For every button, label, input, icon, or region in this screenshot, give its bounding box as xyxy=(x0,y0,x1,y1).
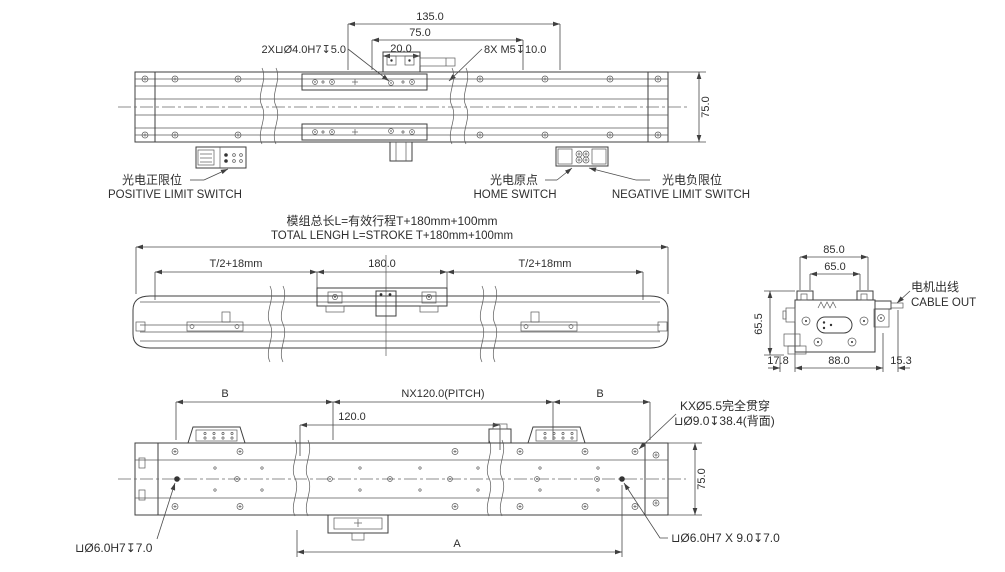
break-line xyxy=(259,67,265,145)
dim-a: A xyxy=(296,485,623,557)
dim-88-label: 88.0 xyxy=(828,355,849,367)
dowel-hole-right xyxy=(619,476,625,482)
callout-tap: 8X M5↧10.0 xyxy=(448,44,546,82)
dim-t2-left: T/2+18mm xyxy=(154,258,317,300)
end-view-body xyxy=(782,290,904,355)
front-view-body xyxy=(132,255,669,363)
counterbore-callout-label: 2X⊔Ø4.0H7↧5.0 xyxy=(262,44,346,56)
dim-height-label: 75.0 xyxy=(700,96,712,117)
motor-tab-bottom xyxy=(327,514,389,541)
negative-limit-en: NEGATIVE LIMIT SWITCH xyxy=(612,189,750,201)
positive-limit-switch xyxy=(195,146,247,169)
negative-limit-label: 光电负限位 NEGATIVE LIMIT SWITCH xyxy=(588,167,750,201)
cable-rod xyxy=(419,57,456,67)
dim-b-left-label: B xyxy=(221,388,228,400)
dim-180: 180.0 xyxy=(316,258,448,290)
tap-callout-label: 8X M5↧10.0 xyxy=(484,44,546,56)
dim-17-8-label: 17.8 xyxy=(767,355,788,367)
dim-t2-right: T/2+18mm xyxy=(447,258,644,300)
total-length-cn: 模组总长L=有效行程T+180mm+100mm xyxy=(286,213,497,228)
dim-20: 20.0 xyxy=(382,43,421,64)
front-view: 模组总长L=有效行程T+180mm+100mm TOTAL LENGH L=ST… xyxy=(132,213,669,363)
dim-b-right-label: B xyxy=(596,388,603,400)
sensor-bracket-left xyxy=(186,311,244,332)
dim-120-label: 120.0 xyxy=(338,411,366,423)
dsub-connector xyxy=(816,316,853,334)
center-tab xyxy=(488,423,512,444)
top-view: 135.0 75.0 20.0 2X⊔Ø4.0H7↧5.0 8X M5↧10.0 xyxy=(108,11,750,201)
dim-20-label: 20.0 xyxy=(390,43,411,55)
home-switch-en: HOME SWITCH xyxy=(473,189,556,201)
dowel-hole-left xyxy=(174,476,180,482)
cable-out-label: 电机出线 CABLE OUT xyxy=(896,280,976,309)
kx-callout-line1: KXØ5.5完全贯穿 xyxy=(680,398,770,413)
dim-135: 135.0 xyxy=(347,11,561,70)
positive-limit-cn: 光电正限位 xyxy=(122,172,182,187)
dim-65-5: 65.5 xyxy=(753,290,795,356)
dim-height-bottom-label: 75.0 xyxy=(696,468,708,489)
sensor-bracket-right xyxy=(520,311,578,332)
dim-a-label: A xyxy=(453,538,461,550)
dim-pitch-label: NX120.0(PITCH) xyxy=(401,388,484,400)
cable-out-connector xyxy=(873,300,904,328)
dowel-callout-left: ⊔Ø6.0H7↧7.0 xyxy=(75,482,176,555)
center-block xyxy=(375,290,397,317)
end-view: 85.0 65.0 电机出线 CABLE OUT 65.5 xyxy=(753,244,976,372)
callout-counterbore: 2X⊔Ø4.0H7↧5.0 xyxy=(262,44,390,82)
bottom-view: B NX120.0(PITCH) B 120.0 KXØ5.5完全贯穿 ⊔Ø9.… xyxy=(75,388,780,557)
bottom-view-body xyxy=(118,423,686,541)
dim-15-3-label: 15.3 xyxy=(890,355,911,367)
dim-75-top-label: 75.0 xyxy=(409,27,430,39)
cable-out-cn: 电机出线 xyxy=(911,280,959,294)
dowel-callout-left-label: ⊔Ø6.0H7↧7.0 xyxy=(75,541,153,555)
dim-85: 85.0 xyxy=(799,244,869,290)
kx-callout: KXØ5.5完全贯穿 ⊔Ø9.0↧38.4(背面) xyxy=(638,398,775,450)
carriage-plate xyxy=(301,73,428,141)
dim-b-left: B xyxy=(175,388,333,440)
home-switch-label: 光电原点 HOME SWITCH xyxy=(473,167,573,201)
dim-135-label: 135.0 xyxy=(416,11,444,23)
total-length-en: TOTAL LENGH L=STROKE T+180mm+100mm xyxy=(271,230,513,242)
cable-out-en: CABLE OUT xyxy=(911,297,976,309)
connector-plate-left xyxy=(187,426,246,444)
positive-limit-en: POSITIVE LIMIT SWITCH xyxy=(108,189,242,201)
dim-bottom-chain: 17.8 88.0 15.3 xyxy=(767,310,912,372)
dim-65-5-label: 65.5 xyxy=(753,313,765,334)
dim-height-top-view: 75.0 xyxy=(668,71,712,143)
dim-85-label: 85.0 xyxy=(823,244,844,256)
dim-65: 65.0 xyxy=(809,261,861,290)
connector-plate-right xyxy=(527,426,586,444)
dim-b-right: B xyxy=(553,388,651,440)
motor-block xyxy=(382,51,456,73)
dim-height-bottom-view: 75.0 xyxy=(668,442,708,516)
positive-limit-label: 光电正限位 POSITIVE LIMIT SWITCH xyxy=(108,168,242,201)
home-switch-cn: 光电原点 xyxy=(490,173,538,187)
dim-65-label: 65.0 xyxy=(824,261,845,273)
dim-120: 120.0 xyxy=(299,411,501,456)
dim-pitch: NX120.0(PITCH) xyxy=(332,388,554,440)
brand-logo-mark xyxy=(817,301,837,309)
dim-t2-left-label: T/2+18mm xyxy=(210,258,263,270)
bottom-tab xyxy=(389,141,413,162)
kx-callout-line2: ⊔Ø9.0↧38.4(背面) xyxy=(674,414,775,428)
dim-180-label: 180.0 xyxy=(368,258,396,270)
carriage-side xyxy=(316,287,448,307)
dim-total-length xyxy=(135,244,669,294)
dim-75-top: 75.0 xyxy=(371,27,524,70)
negative-limit-cn: 光电负限位 xyxy=(662,172,722,187)
dowel-callout-right-label: ⊔Ø6.0H7 X 9.0↧7.0 xyxy=(671,531,780,545)
dim-t2-right-label: T/2+18mm xyxy=(519,258,572,270)
home-negative-switch-block xyxy=(555,146,609,167)
dowel-callout-right: ⊔Ø6.0H7 X 9.0↧7.0 xyxy=(623,482,780,545)
